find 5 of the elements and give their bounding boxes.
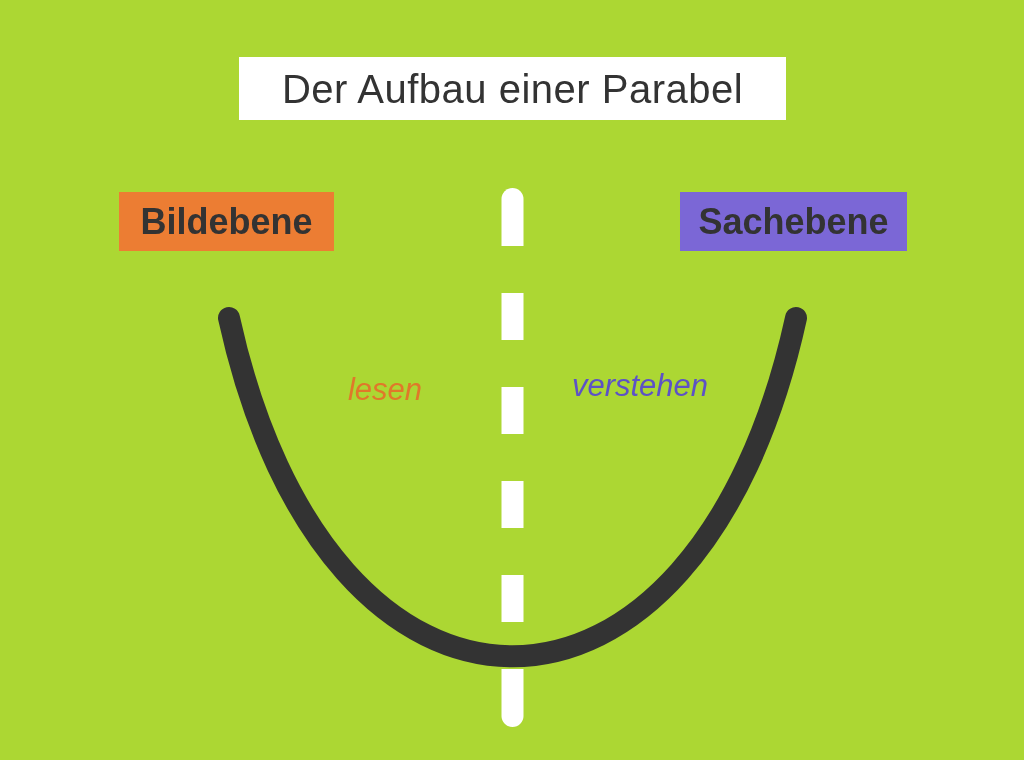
title-banner: Der Aufbau einer Parabel	[239, 57, 786, 120]
level-tag: Sachebene	[680, 192, 907, 251]
italic-caption: verstehen	[570, 370, 710, 401]
level-tag: Bildebene	[119, 192, 334, 251]
italic-caption: lesen	[346, 374, 424, 405]
